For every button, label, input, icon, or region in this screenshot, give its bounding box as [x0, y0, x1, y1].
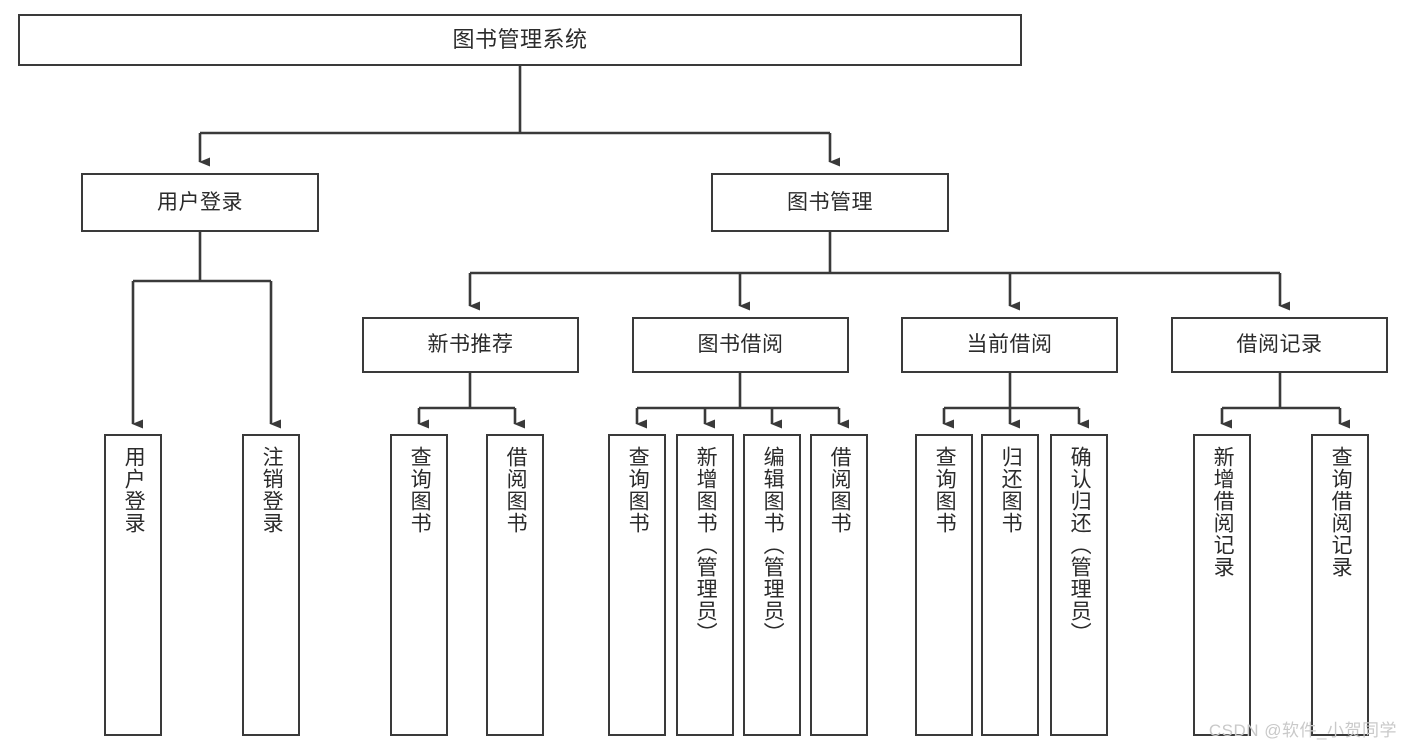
node-leaf-add-book[interactable]: 新增图书（管理员） — [676, 434, 734, 736]
node-label: 图书管理系统 — [452, 26, 588, 52]
node-label: 用户登录 — [157, 190, 243, 214]
node-leaf-borrow-book-2[interactable]: 借阅图书 — [810, 434, 868, 736]
node-leaf-borrow-book-1[interactable]: 借阅图书 — [486, 434, 544, 736]
node-label: 当前借阅 — [966, 333, 1053, 357]
node-label: 用户登录 — [122, 446, 146, 534]
node-label: 图书借阅 — [697, 333, 784, 357]
csdn-watermark: CSDN @软件_小贺同学 — [1208, 721, 1397, 740]
node-label: 归还图书 — [999, 446, 1023, 534]
node-label: 查询借阅记录 — [1329, 446, 1353, 578]
node-leaf-logout[interactable]: 注销登录 — [242, 434, 300, 736]
node-book-borrow[interactable]: 图书借阅 — [632, 317, 849, 373]
node-label: 确认归还（管理员） — [1068, 446, 1092, 644]
node-leaf-query-book-1[interactable]: 查询图书 — [390, 434, 448, 736]
node-leaf-query-record[interactable]: 查询借阅记录 — [1311, 434, 1369, 736]
node-current-borrow[interactable]: 当前借阅 — [901, 317, 1118, 373]
node-label: 借阅图书 — [828, 446, 852, 534]
node-leaf-confirm-return[interactable]: 确认归还（管理员） — [1050, 434, 1108, 736]
node-leaf-user-login[interactable]: 用户登录 — [104, 434, 162, 736]
node-label: 借阅记录 — [1236, 333, 1323, 357]
node-label: 查询图书 — [408, 446, 432, 534]
node-label: 新书推荐 — [427, 333, 514, 357]
node-label: 查询图书 — [933, 446, 957, 534]
node-label: 图书管理 — [787, 190, 873, 214]
node-label: 新增图书（管理员） — [694, 446, 718, 644]
node-label: 注销登录 — [260, 446, 284, 534]
node-new-book-rec[interactable]: 新书推荐 — [362, 317, 579, 373]
node-leaf-add-record[interactable]: 新增借阅记录 — [1193, 434, 1251, 736]
node-user-login[interactable]: 用户登录 — [81, 173, 319, 232]
node-leaf-query-book-3[interactable]: 查询图书 — [915, 434, 973, 736]
node-root-book-management-system[interactable]: 图书管理系统 — [18, 14, 1022, 66]
node-leaf-return-book[interactable]: 归还图书 — [981, 434, 1039, 736]
node-label: 编辑图书（管理员） — [761, 446, 785, 644]
node-borrow-record[interactable]: 借阅记录 — [1171, 317, 1388, 373]
node-label: 借阅图书 — [504, 446, 528, 534]
node-leaf-edit-book[interactable]: 编辑图书（管理员） — [743, 434, 801, 736]
node-leaf-query-book-2[interactable]: 查询图书 — [608, 434, 666, 736]
node-book-manage[interactable]: 图书管理 — [711, 173, 949, 232]
node-label: 查询图书 — [626, 446, 650, 534]
node-label: 新增借阅记录 — [1211, 446, 1235, 578]
